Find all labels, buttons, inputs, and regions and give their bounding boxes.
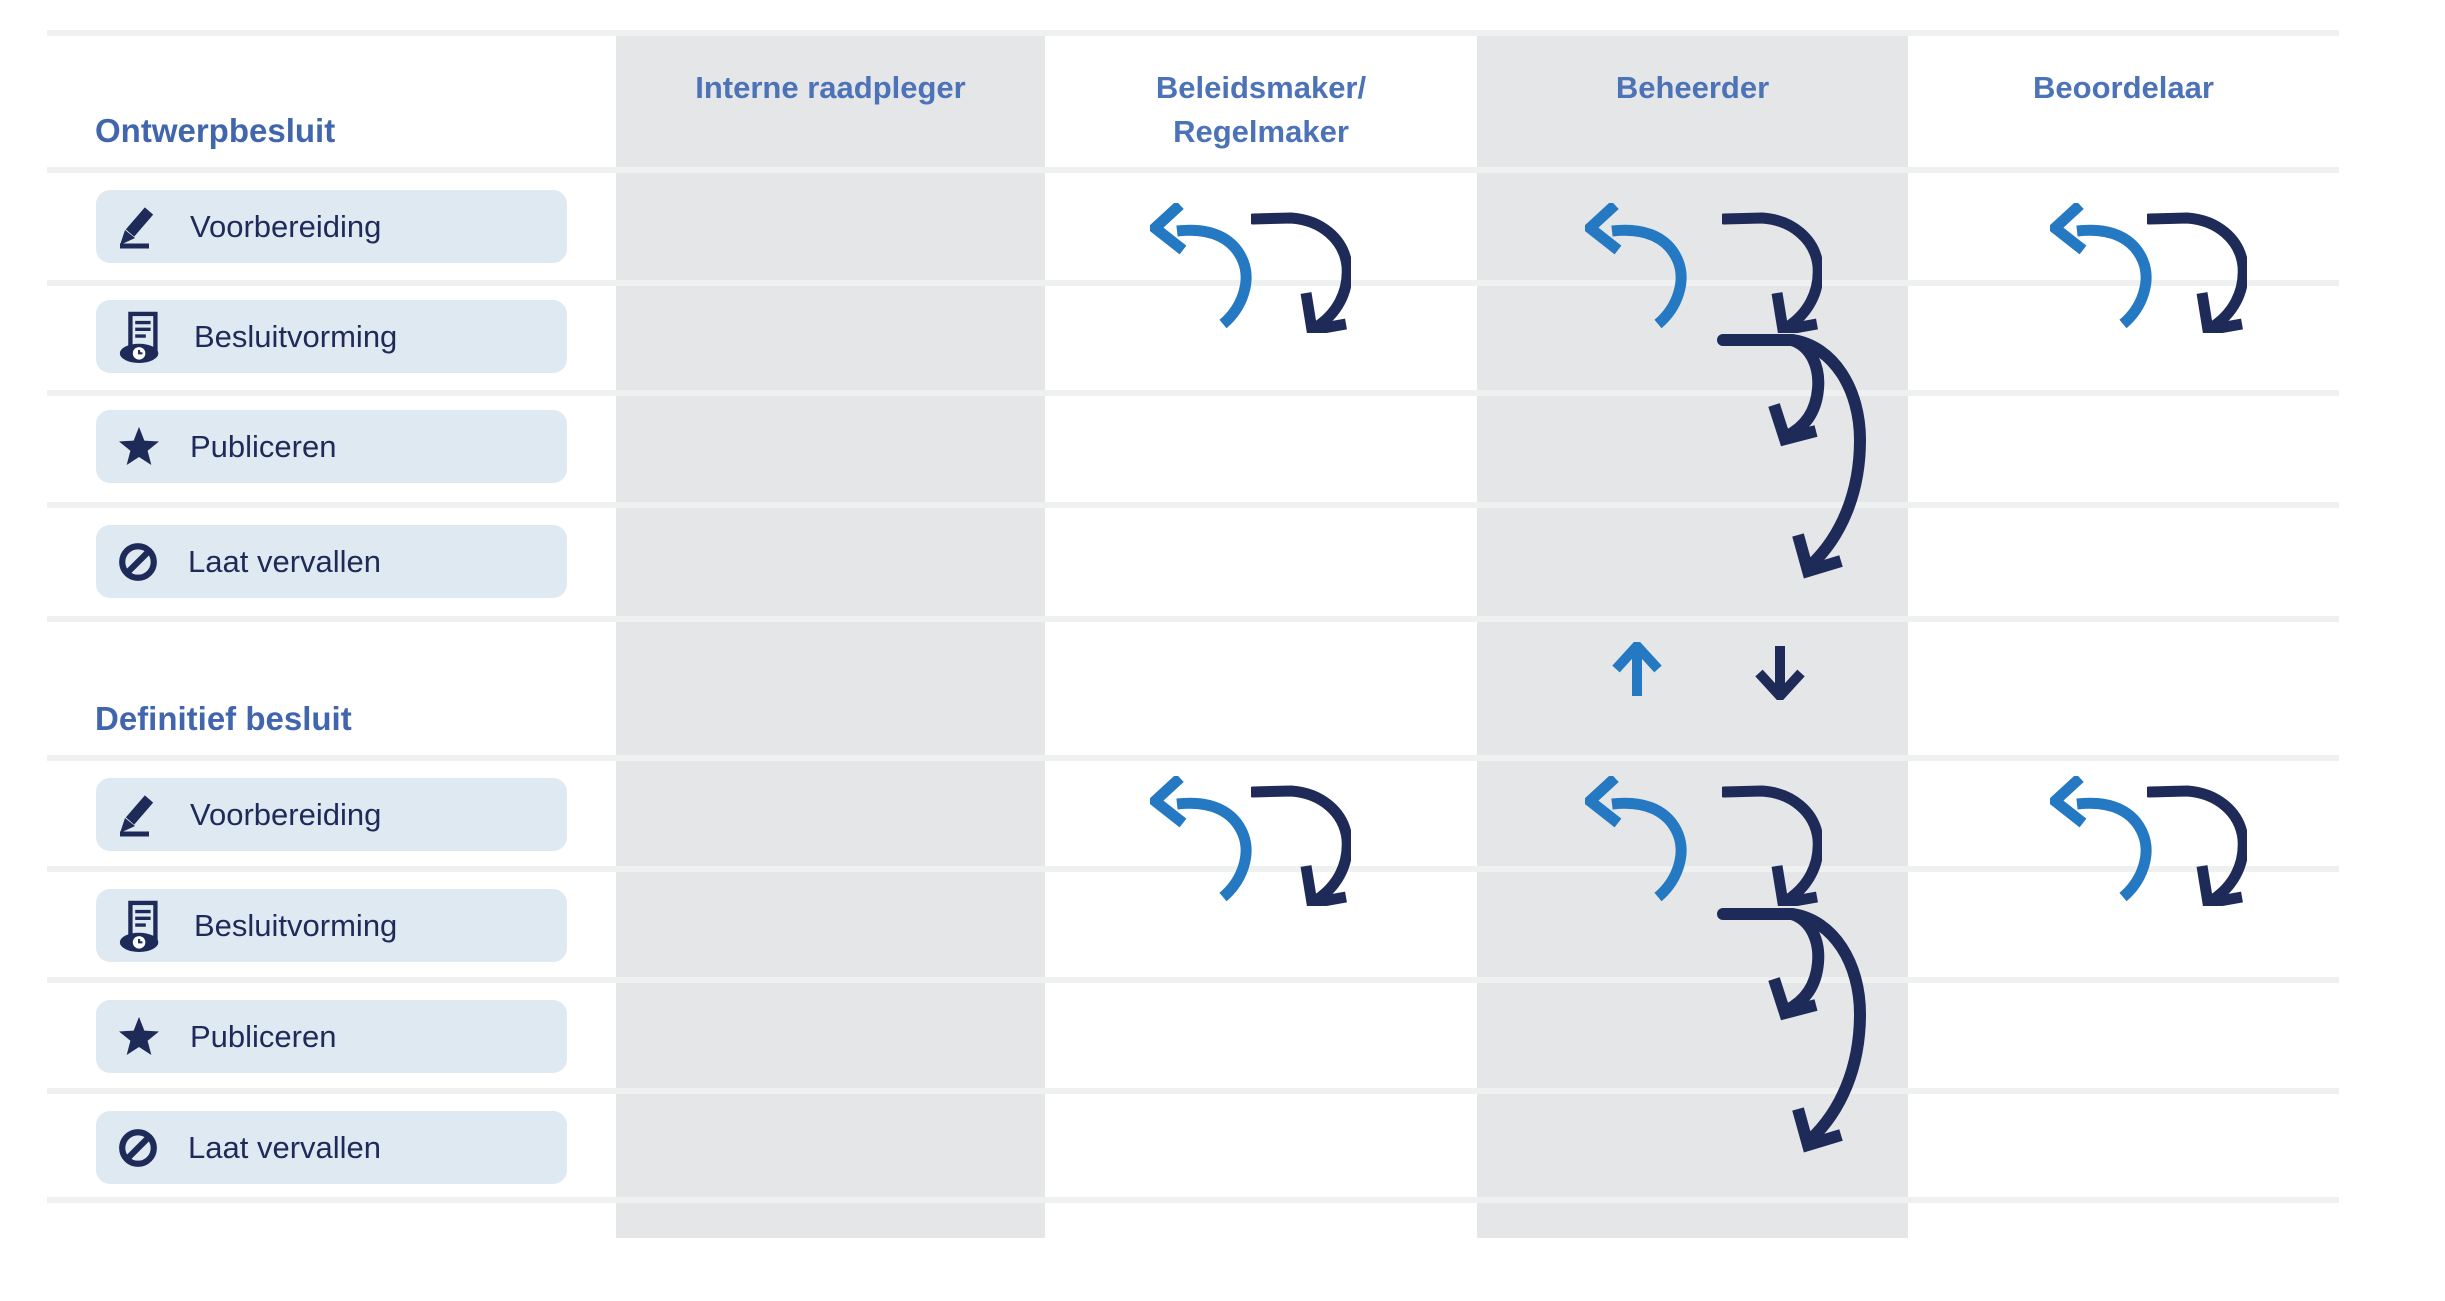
split-down-arrow-icon — [1712, 904, 1872, 1154]
row-separator — [47, 167, 2339, 173]
return-arrow-blue-icon — [1585, 776, 1690, 906]
column-header-label: Interne raadpleger — [695, 70, 966, 105]
star-icon — [116, 425, 162, 469]
row-separator — [47, 1197, 2339, 1203]
stage-pill-label: Besluitvorming — [194, 318, 398, 354]
forward-arrow-navy-icon — [1251, 203, 1351, 333]
stage-pill-label: Besluitvorming — [194, 907, 398, 943]
section-title-definitief-besluit: Definitief besluit — [95, 700, 352, 737]
section-title-ontwerpbesluit: Ontwerpbesluit — [95, 112, 336, 149]
stage-pill-label: Voorbereiding — [190, 796, 382, 832]
row-separator — [47, 390, 2339, 396]
down-arrow-icon — [1755, 644, 1805, 700]
stage-pill-label: Publiceren — [190, 1018, 337, 1054]
star-icon — [116, 1015, 162, 1059]
column-header-beoordelaar: Beoordelaar — [1908, 66, 2339, 110]
stage-pill-besluitvorming: Besluitvorming — [96, 300, 567, 373]
column-header-beleidsmaker-regelmaker: Beleidsmaker/ Regelmaker — [1045, 66, 1477, 154]
pencil-icon — [116, 204, 162, 250]
forward-arrow-navy-icon — [1251, 776, 1351, 906]
stage-pill-label: Voorbereiding — [190, 208, 382, 244]
stage-pill-publiceren: Publiceren — [96, 1000, 567, 1073]
document-review-icon — [116, 311, 166, 363]
return-arrow-blue-icon — [2050, 203, 2155, 333]
up-arrow-icon — [1612, 642, 1662, 698]
stage-pill-label: Publiceren — [190, 428, 337, 464]
row-separator — [47, 502, 2339, 508]
column-header-label: Beleidsmaker/ — [1155, 70, 1367, 105]
return-arrow-blue-icon — [1585, 203, 1690, 333]
row-separator — [47, 1088, 2339, 1094]
return-arrow-blue-icon — [1150, 203, 1255, 333]
forward-arrow-navy-icon — [1722, 776, 1822, 906]
forward-arrow-navy-icon — [1722, 203, 1822, 333]
no-entry-icon — [116, 540, 160, 584]
column-bg-beheerder — [1477, 36, 1908, 1238]
forward-arrow-navy-icon — [2147, 203, 2247, 333]
stage-pill-laat-vervallen: Laat vervallen — [96, 1111, 567, 1184]
row-separator — [47, 616, 2339, 622]
table-top-border — [47, 30, 2339, 36]
column-header-label: Beoordelaar — [2033, 70, 2214, 105]
column-bg-interne-raadpleger — [616, 36, 1045, 1238]
return-arrow-blue-icon — [2050, 776, 2155, 906]
stage-pill-publiceren: Publiceren — [96, 410, 567, 483]
split-down-arrow-icon — [1712, 330, 1872, 580]
row-separator — [47, 977, 2339, 983]
stage-pill-besluitvorming: Besluitvorming — [96, 889, 567, 962]
stage-pill-label: Laat vervallen — [188, 543, 382, 579]
column-header-beheerder: Beheerder — [1477, 66, 1908, 110]
column-header-label: Beheerder — [1615, 70, 1770, 105]
return-arrow-blue-icon — [1150, 776, 1255, 906]
forward-arrow-navy-icon — [2147, 776, 2247, 906]
pencil-icon — [116, 792, 162, 838]
row-separator — [47, 866, 2339, 872]
document-review-icon — [116, 900, 166, 952]
column-header-label-line2: Regelmaker — [1173, 114, 1349, 149]
stage-pill-label: Laat vervallen — [188, 1129, 382, 1165]
stage-pill-laat-vervallen: Laat vervallen — [96, 525, 567, 598]
stage-pill-voorbereiding: Voorbereiding — [96, 190, 567, 263]
row-separator — [47, 755, 2339, 761]
column-header-interne-raadpleger: Interne raadpleger — [616, 66, 1045, 110]
stage-pill-voorbereiding: Voorbereiding — [96, 778, 567, 851]
no-entry-icon — [116, 1126, 160, 1170]
row-separator — [47, 280, 2339, 286]
